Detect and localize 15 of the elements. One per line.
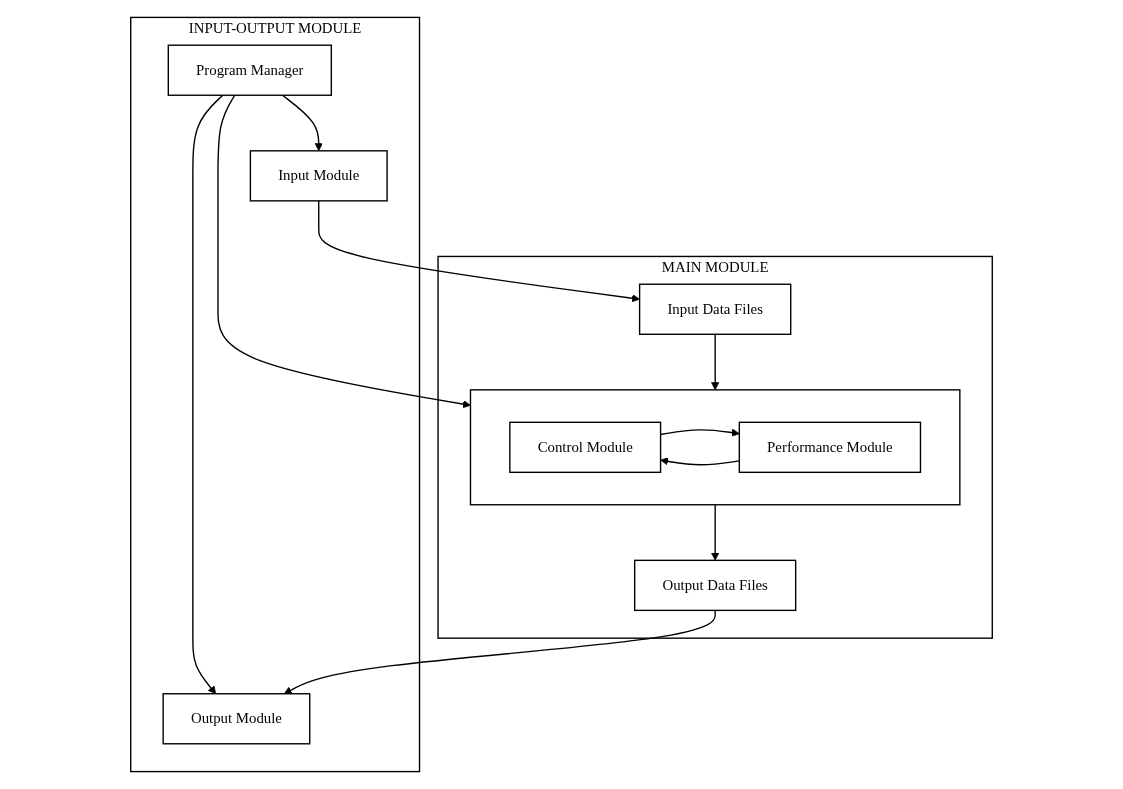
- arrow: [711, 504, 720, 561]
- arrow: [192, 94, 224, 695]
- arrow: [283, 609, 716, 695]
- node-box: Output Data Files: [633, 559, 797, 612]
- arrow: [711, 333, 720, 391]
- node-box: Input Module: [249, 150, 388, 202]
- node-box: Control Module: [509, 421, 662, 474]
- arrow: [281, 94, 323, 152]
- node-box: Performance Module: [738, 421, 922, 474]
- arrow: [318, 200, 640, 303]
- arrow: [217, 94, 471, 409]
- cluster: [469, 389, 961, 506]
- node-box: Program Manager: [167, 44, 333, 96]
- node-box: Output Module: [162, 693, 311, 745]
- node-box: Input Data Files: [638, 283, 792, 335]
